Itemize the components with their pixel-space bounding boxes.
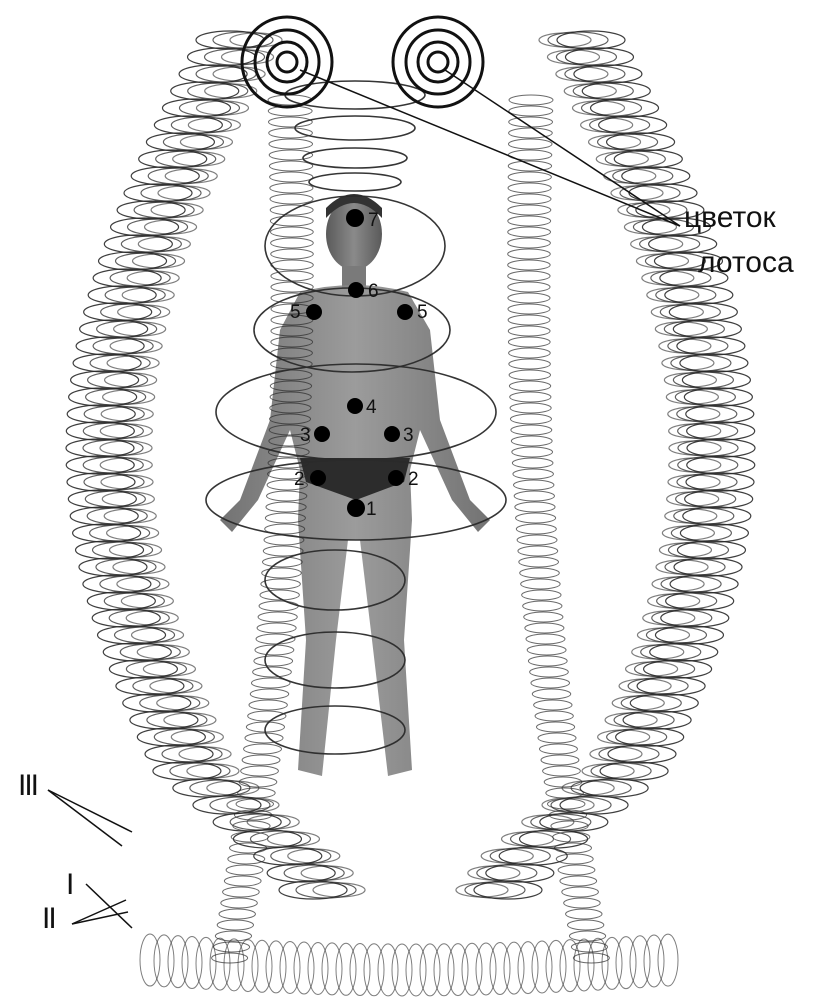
chakra-dot-2-left xyxy=(310,470,326,486)
chakra-number-6: 6 xyxy=(368,281,379,302)
chakra-number-3-left: 3 xyxy=(300,425,311,446)
chakra-dot-4 xyxy=(347,398,363,414)
layer-label-I: I xyxy=(66,870,72,900)
chakra-number-3-right: 3 xyxy=(403,425,414,446)
chakra-number-5-right: 5 xyxy=(417,302,428,323)
chakra-number-7: 7 xyxy=(368,210,379,231)
layer-pointer-lines xyxy=(48,790,132,928)
layer-label-II: II xyxy=(42,904,55,934)
chakra-dot-3-right xyxy=(384,426,400,442)
lotus-flower-left xyxy=(242,17,332,107)
chakra-dot-2-right xyxy=(388,470,404,486)
chakra-number-5-left: 5 xyxy=(290,302,301,323)
chakra-dot-7 xyxy=(346,209,364,227)
chakra-dot-6 xyxy=(348,282,364,298)
chakra-number-4: 4 xyxy=(366,397,377,418)
lotus-caption-line1: цветок xyxy=(684,203,776,233)
chakra-number-2-left: 2 xyxy=(294,469,305,490)
human-figure xyxy=(220,194,490,776)
chakra-number-1: 1 xyxy=(366,499,377,520)
chakra-dot-3-left xyxy=(314,426,330,442)
chakra-dot-5-right xyxy=(397,304,413,320)
chakra-dot-1 xyxy=(347,499,365,517)
chakra-dot-5-left xyxy=(306,304,322,320)
lotus-flower-right xyxy=(393,17,483,107)
lotus-caption-line2: лотоса xyxy=(698,248,794,278)
layer-label-III: III xyxy=(18,771,37,801)
chakra-number-2-right: 2 xyxy=(408,469,419,490)
